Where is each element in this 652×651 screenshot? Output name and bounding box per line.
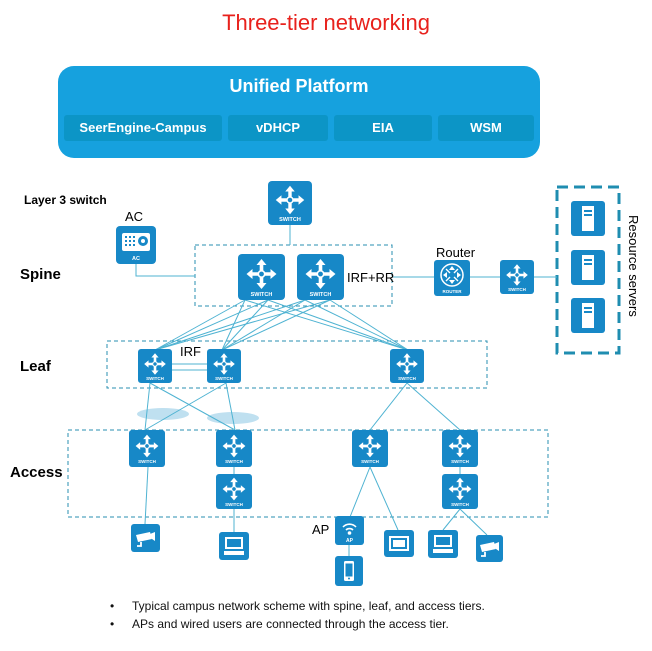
switch-icon-label: SWITCH (508, 287, 526, 292)
switch-icon-label: SWITCH (146, 376, 164, 381)
camera-icon-1 (131, 524, 160, 552)
ap-icon-label: AP (346, 538, 354, 544)
switch-icon-access-1: SWITCH (129, 430, 165, 467)
links (135, 225, 557, 556)
ac-icon: AC (116, 226, 156, 264)
module-wsm: WSM (438, 115, 534, 141)
resource-servers-box (555, 185, 621, 355)
switch-icon-label: SWITCH (215, 376, 233, 381)
camera-icon-2 (476, 535, 503, 562)
module-seerengine-campus: SeerEngine-Campus (64, 115, 222, 141)
module-eia: EIA (334, 115, 432, 141)
switch-icon-layer3: SWITCH (268, 181, 312, 225)
layer3-switch-label: Layer 3 switch (24, 193, 107, 207)
pc-icon-1 (219, 532, 249, 560)
router-label: Router (436, 245, 476, 260)
resource-servers-label: Resource servers (626, 215, 641, 317)
diagram-title: Three-tier networking (222, 10, 430, 35)
switch-icon-spine-2: SWITCH (297, 254, 344, 300)
switch-icon-label: SWITCH (225, 459, 243, 464)
pc-icon-2 (428, 530, 458, 558)
switch-icon-label: SWITCH (361, 459, 379, 464)
ac-icon-label: AC (132, 256, 140, 262)
note-item: •APs and wired users are connected throu… (110, 617, 449, 631)
switch-icon-label: SWITCH (451, 502, 469, 507)
switch-icon-spine-1: SWITCH (238, 254, 285, 300)
ap-icon: AP (335, 516, 364, 545)
switch-icon-label: SWITCH (398, 376, 416, 381)
ac-label: AC (125, 209, 144, 224)
notes-list: •Typical campus network scheme with spin… (110, 597, 485, 633)
switch-icon-leaf-2: SWITCH (207, 349, 241, 383)
unified-platform-panel: Unified Platform SeerEngine-Campus vDHCP… (58, 66, 540, 158)
switch-icon-access-6: SWITCH (442, 474, 478, 509)
tier-leaf-label: Leaf (20, 358, 51, 375)
irf-label: IRF (180, 344, 201, 359)
leaf-group-box (106, 340, 488, 389)
tier-spine-label: Spine (20, 266, 61, 283)
terminal-icon (384, 530, 414, 557)
switch-icon-label: SWITCH (279, 217, 301, 223)
phone-icon (335, 556, 363, 586)
irf-rr-label: IRF+RR (347, 270, 395, 285)
switch-icon-label: SWITCH (251, 292, 273, 298)
server-icon-3 (571, 298, 605, 333)
switch-icon-label: SWITCH (138, 459, 156, 464)
module-vdhcp: vDHCP (228, 115, 328, 141)
server-icon-1 (571, 201, 605, 236)
switch-icon-access-3: SWITCH (216, 474, 252, 509)
router-icon-label: ROUTER (443, 289, 463, 294)
tier-access-label: Access (10, 464, 63, 481)
irf-ellipse-left (137, 408, 189, 420)
note-item: •Typical campus network scheme with spin… (110, 599, 485, 613)
switch-icon-leaf-3: SWITCH (390, 349, 424, 383)
switch-icon-access-2: SWITCH (216, 430, 252, 467)
switch-icon-access-4: SWITCH (352, 430, 388, 467)
switch-icon-access-5: SWITCH (442, 430, 478, 467)
ap-label: AP (312, 522, 330, 537)
router-icon: ROUTER (434, 260, 470, 296)
server-icon-2 (571, 250, 605, 285)
access-group-box (67, 429, 549, 518)
switch-icon-label: SWITCH (451, 459, 469, 464)
platform-title: Unified Platform (229, 76, 369, 96)
switch-icon-leaf-1: SWITCH (138, 349, 172, 383)
switch-icon-resource: SWITCH (500, 260, 534, 294)
switch-icon-label: SWITCH (310, 292, 332, 298)
switch-icon-label: SWITCH (225, 502, 243, 507)
